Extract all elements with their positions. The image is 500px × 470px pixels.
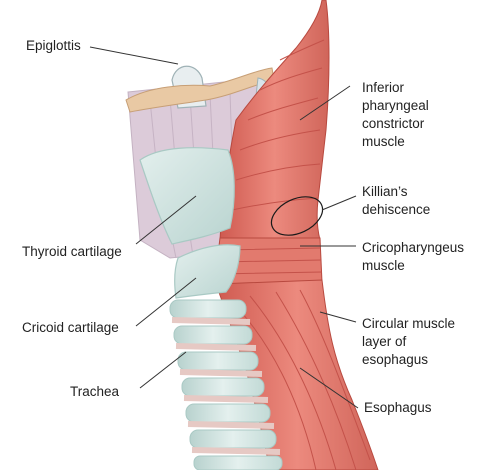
label-circular-line1: Circular muscle bbox=[362, 316, 455, 331]
label-cricoid-cartilage: Cricoid cartilage bbox=[22, 320, 119, 335]
label-crico-line2: muscle bbox=[362, 258, 405, 273]
label-circular-line3: esophagus bbox=[362, 352, 428, 367]
membrane-striations bbox=[149, 91, 233, 259]
cricoid-cartilage-shape bbox=[174, 244, 241, 299]
label-killian-line2: dehiscence bbox=[362, 202, 430, 217]
killians-dehiscence-ring bbox=[270, 196, 324, 236]
inferior-pharyngeal-constrictor-shape bbox=[219, 0, 330, 241]
label-thyroid-cartilage: Thyroid cartilage bbox=[22, 244, 122, 259]
label-inferior-line2: pharyngeal bbox=[362, 98, 429, 113]
trachea-membrane-gaps bbox=[171, 317, 281, 455]
constrictor-fibers bbox=[231, 39, 325, 211]
label-killian-line1: Killian’s bbox=[362, 184, 408, 199]
label-esophagus: Esophagus bbox=[364, 400, 432, 415]
label-epiglottis: Epiglottis bbox=[26, 38, 81, 53]
label-inferior-line3: constrictor bbox=[362, 116, 425, 131]
label-circular-line2: layer of bbox=[362, 334, 407, 349]
leader-lines bbox=[89, 46, 359, 409]
label-inferior-line4: muscle bbox=[362, 134, 405, 149]
thyroid-cartilage-shape bbox=[139, 147, 235, 245]
label-crico-line1: Cricopharyngeus bbox=[362, 240, 464, 255]
label-inferior-line1: Inferior bbox=[362, 80, 405, 95]
label-trachea: Trachea bbox=[70, 384, 120, 399]
trachea-rings bbox=[169, 299, 283, 470]
esophagus-fibers bbox=[229, 289, 371, 470]
